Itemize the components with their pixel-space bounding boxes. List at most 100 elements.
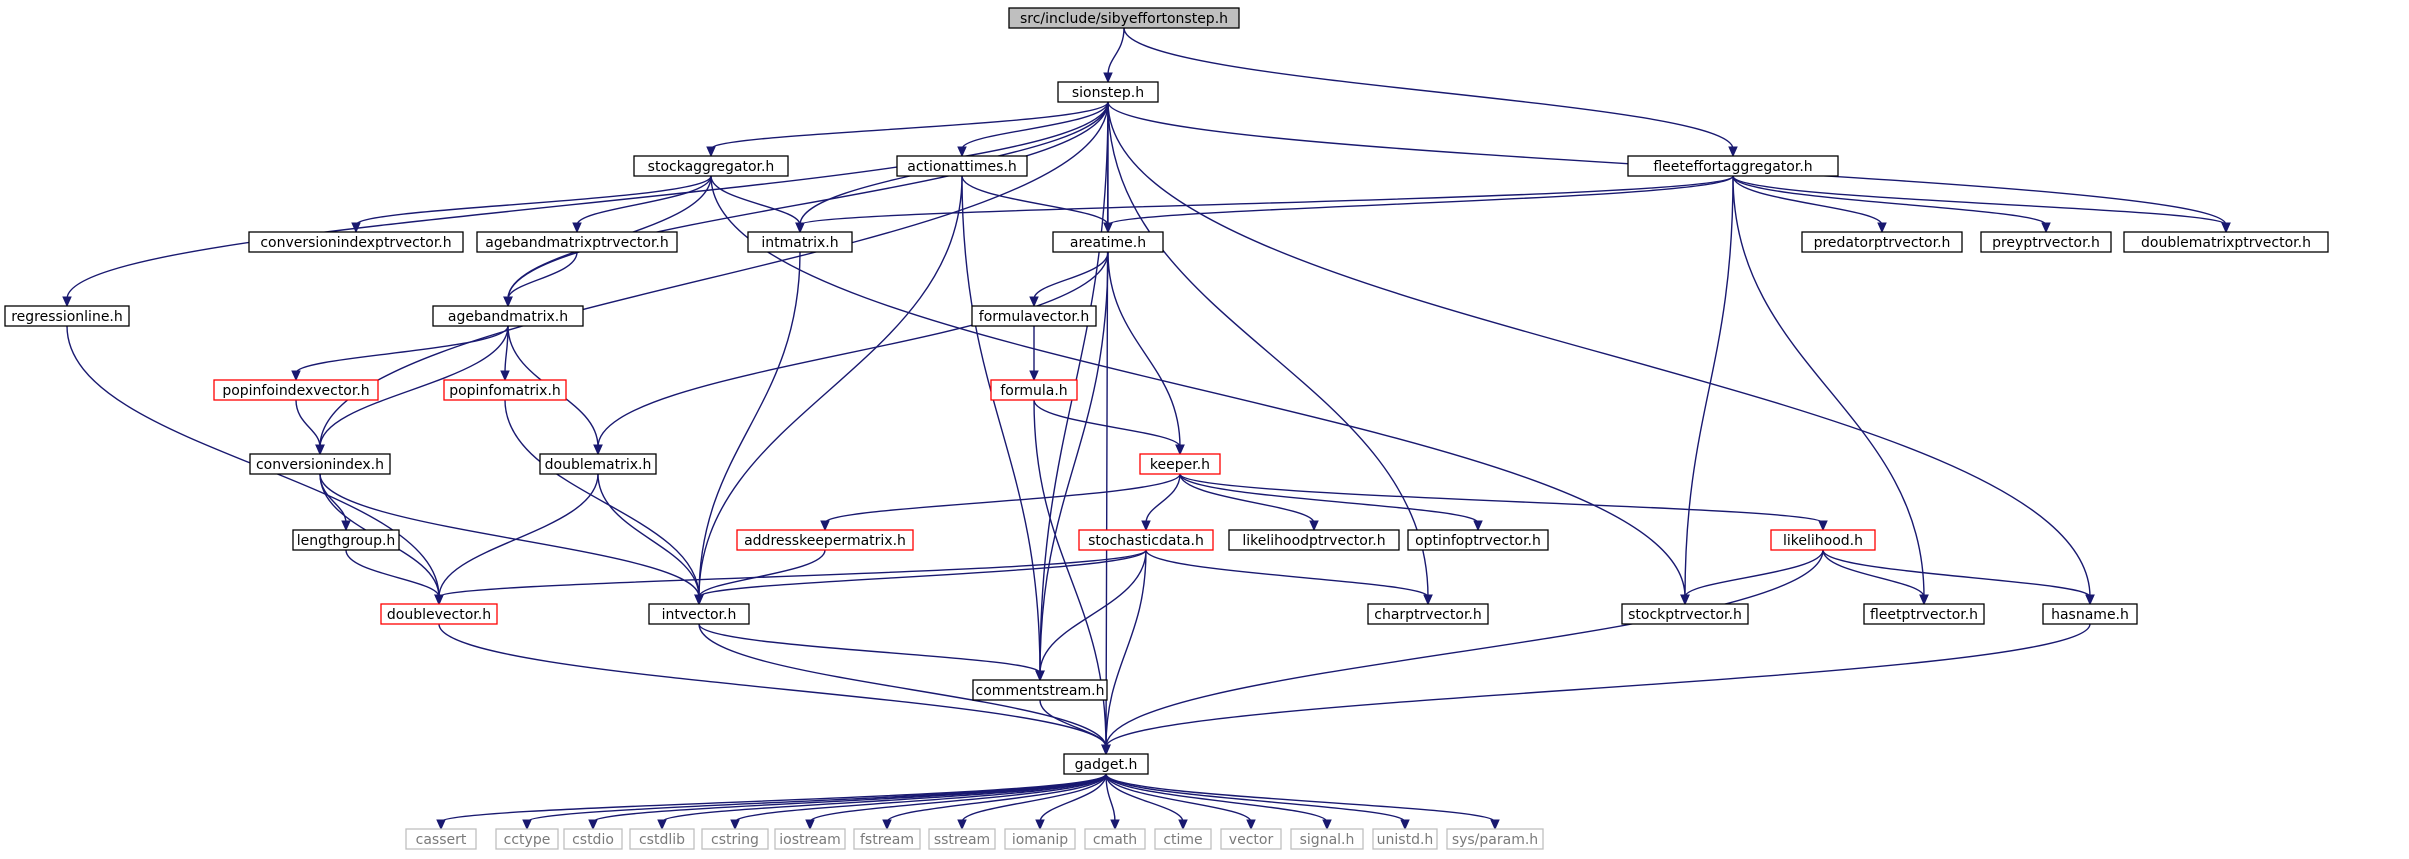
dependency-edge [957,773,1107,831]
header-node[interactable]: stockptrvector.h [1621,603,1749,625]
node-label: src/include/sibyeffortonstep.h [1020,11,1228,27]
header-node[interactable]: stochasticdata.h [1078,529,1214,551]
header-node: src/include/sibyeffortonstep.h [1008,7,1240,29]
dependency-edge [597,473,704,606]
dependency-edge [1732,175,2231,234]
dependency-edge [1029,326,1039,382]
node-label: cstdio [572,832,614,848]
node-label: stockptrvector.h [1628,607,1742,623]
header-node[interactable]: lengthgroup.h [292,529,400,551]
dependency-edge [1033,399,1185,456]
header-node[interactable]: popinfoindexvector.h [213,379,379,401]
dependency-edge [1107,101,1433,606]
system-header-node: sys/param.h [1446,828,1544,850]
node-label: popinfoindexvector.h [222,383,369,399]
node-label: sstream [934,832,990,848]
dependency-edge [1033,399,1111,756]
header-node[interactable]: formula.h [990,379,1078,401]
header-node[interactable]: likelihood.h [1770,529,1876,551]
node-label: formulavector.h [979,309,1089,325]
dependency-edge [503,101,1109,308]
header-node[interactable]: agebandmatrix.h [432,305,584,327]
header-node[interactable]: charptrvector.h [1367,603,1489,625]
node-label: iostream [779,832,841,848]
header-node[interactable]: commentstream.h [972,679,1108,701]
node-label: agebandmatrixptrvector.h [485,235,669,251]
dependency-edge [882,773,1107,831]
dependency-edge [730,773,1107,831]
node-label: agebandmatrix.h [448,309,568,325]
edges-layer [62,27,2231,831]
header-node[interactable]: conversionindexptrvector.h [248,231,464,253]
header-node[interactable]: intmatrix.h [747,231,853,253]
node-label: preyptrvector.h [1992,235,2100,251]
system-header-node: iomanip [1004,828,1076,850]
header-node[interactable]: keeper.h [1139,453,1221,475]
header-node[interactable]: formulavector.h [971,305,1097,327]
node-label: stochasticdata.h [1088,533,1204,549]
header-node[interactable]: areatime.h [1052,231,1164,253]
node-label: charptrvector.h [1374,607,1481,623]
header-node[interactable]: popinfomatrix.h [443,379,567,401]
dependency-edge [1035,549,1147,682]
header-node[interactable]: conversionindex.h [249,453,391,475]
system-header-node: fstream [853,828,921,850]
system-header-node: signal.h [1290,828,1364,850]
system-header-node: cctype [495,828,559,850]
dependency-edge [694,549,1147,606]
header-node[interactable]: likelihoodptrvector.h [1228,529,1400,551]
dependency-edge [295,399,325,456]
dependency-edge [291,325,509,382]
dependency-edge [698,623,1045,682]
header-node[interactable]: hasname.h [2042,603,2138,625]
header-node[interactable]: sionstep.h [1057,81,1159,103]
dependency-edge [1680,549,1824,606]
system-header-node: vector [1220,828,1282,850]
node-label: popinfomatrix.h [449,383,561,399]
dependency-edge [1105,773,1332,831]
node-label: cctype [504,832,551,848]
header-node[interactable]: addresskeepermatrix.h [736,529,914,551]
header-node[interactable]: fleeteffortaggregator.h [1627,155,1839,177]
node-label: unistd.h [1377,832,1434,848]
dependency-edge [1107,251,1185,456]
header-node[interactable]: regressionline.h [4,305,130,327]
dependency-edge [593,251,1109,456]
header-node[interactable]: predatorptrvector.h [1801,231,1963,253]
dependency-edge [1732,175,1887,234]
header-node[interactable]: doublematrix.h [539,453,657,475]
dependency-edge [62,101,1109,308]
header-node[interactable]: fleetptrvector.h [1863,603,1985,625]
header-node[interactable]: optinfoptrvector.h [1407,529,1549,551]
dependency-edge [572,175,712,234]
dependency-edge [1105,773,1256,831]
header-node[interactable]: doublevector.h [380,603,498,625]
dependency-edge [1035,773,1107,831]
dependency-edge [436,773,1107,831]
node-label: cassert [416,832,467,848]
header-node[interactable]: doublematrixptrvector.h [2123,231,2329,253]
node-label: optinfoptrvector.h [1415,533,1541,549]
node-label: hasname.h [2051,607,2129,623]
dependency-edge [1179,473,1483,532]
header-node[interactable]: agebandmatrixptrvector.h [476,231,678,253]
node-label: formula.h [1000,383,1067,399]
node-label: predatorptrvector.h [1814,235,1951,251]
header-node[interactable]: gadget.h [1063,753,1149,775]
dependency-edge [1141,473,1181,532]
header-node[interactable]: actionattimes.h [896,155,1028,177]
dependency-edge [1123,27,1738,158]
dependency-edge [694,251,801,606]
system-header-node: cstring [701,828,769,850]
node-label: iomanip [1012,832,1068,848]
header-node[interactable]: stockaggregator.h [633,155,789,177]
dependency-edge [319,473,351,532]
header-node[interactable]: intvector.h [648,603,750,625]
dependency-edge [1105,773,1410,831]
header-node[interactable]: preyptrvector.h [1980,231,2112,253]
node-label: ctime [1163,832,1202,848]
dependency-edge [503,251,578,308]
node-label: fleetptrvector.h [1870,607,1978,623]
dependency-edge [500,325,510,382]
system-header-node: cstdlib [629,828,695,850]
